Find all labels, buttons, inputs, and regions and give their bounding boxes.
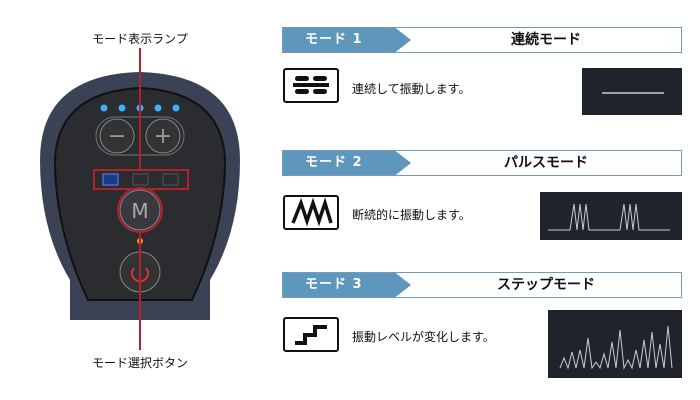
pulse-icon: [283, 195, 339, 230]
mode-1-waveform: [582, 68, 682, 115]
mode-3-description: 振動レベルが変化します。: [352, 330, 495, 344]
device-illustration: − + M: [40, 48, 240, 350]
lamp-label: モード表示ランプ: [92, 32, 188, 46]
svg-text:−: −: [108, 124, 126, 149]
mode-2-description: 断続的に振動します。: [352, 208, 471, 222]
step-icon: [283, 317, 339, 352]
mode-2-waveform: [540, 192, 682, 240]
svg-text:M: M: [131, 199, 148, 223]
button-label: モード選択ボタン: [91, 356, 188, 370]
plus-button: [145, 118, 181, 154]
svg-text:+: +: [154, 124, 172, 149]
minus-button: [99, 118, 135, 154]
level-leds: [100, 104, 180, 112]
mode-3-waveform: [548, 310, 682, 378]
mode-1-description: 連続して振動します。: [352, 82, 471, 96]
continuous-icon: [283, 68, 339, 103]
